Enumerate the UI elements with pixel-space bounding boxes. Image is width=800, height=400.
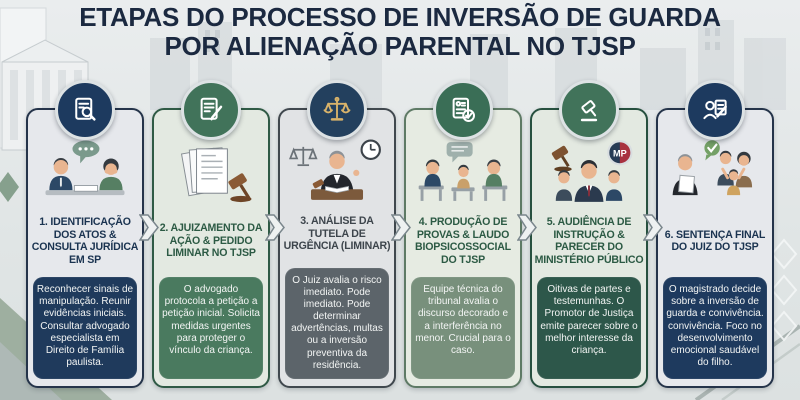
step-title: 1. IDENTIFICAÇÃO DOS ATOS & CONSULTA JUR…	[31, 216, 139, 266]
step-card-5: MP 5. AUDIÊNCIA DE INSTRUÇÃO & PARECER D…	[517, 80, 648, 388]
step-description: O magistrado decide sobre a inversão de …	[663, 277, 767, 379]
person-document-pen-icon	[685, 80, 745, 140]
document-pencil-icon	[181, 80, 241, 140]
diamond-lattice-decoration	[770, 238, 798, 342]
lawyer-consultation-scene	[28, 136, 142, 208]
psychosocial-interview-scene	[406, 136, 520, 208]
next-step-arrow-icon	[643, 214, 663, 241]
green-diamond-decoration	[0, 172, 19, 202]
step-title: 2. AJUIZAMENTO DA AÇÃO & PEDIDO LIMINAR …	[159, 222, 263, 260]
mp-badge: MP	[607, 140, 633, 166]
page-title: ETAPAS DO PROCESSO DE INVERSÃO DE GUARDA…	[0, 3, 800, 60]
next-step-arrow-icon	[139, 214, 159, 241]
page-title-line1: ETAPAS DO PROCESSO DE INVERSÃO DE GUARDA	[79, 2, 721, 32]
step-description: O advogado protocola a petição a petição…	[159, 277, 263, 379]
report-check-icon	[433, 80, 493, 140]
step-title: 3. ANÁLISE DA TUTELA DE URGÊNCIA (LIMINA…	[283, 215, 391, 253]
step-card-6: 6. SENTENÇA FINAL DO JUIZ DO TJSP O magi…	[643, 80, 774, 388]
step-description: Oitivas de partes e testemunhas. O Promo…	[537, 277, 641, 379]
steps-row: 1. IDENTIFICAÇÃO DOS ATOS & CONSULTA JUR…	[26, 80, 774, 388]
next-step-arrow-icon	[265, 214, 285, 241]
petition-gavel-scene	[154, 136, 268, 208]
step-title: 4. PRODUÇÃO DE PROVAS & LAUDO BIOPSICOSS…	[415, 216, 511, 266]
next-step-arrow-icon	[517, 214, 537, 241]
final-sentence-family-scene	[658, 136, 772, 208]
hearing-prosecutor-scene: MP	[532, 136, 646, 208]
step-title: 6. SENTENÇA FINAL DO JUIZ DO TJSP	[664, 228, 766, 254]
step-description: Equipe técnica do tribunal avalia o disc…	[411, 277, 515, 379]
next-step-arrow-icon	[391, 214, 411, 241]
step-title: 5. AUDIÊNCIA DE INSTRUÇÃO & PARECER DO M…	[534, 216, 644, 266]
step-card-3: 3. ANÁLISE DA TUTELA DE URGÊNCIA (LIMINA…	[265, 80, 396, 388]
step-card-2: 2. AJUIZAMENTO DA AÇÃO & PEDIDO LIMINAR …	[139, 80, 270, 388]
page-title-line2: POR ALIENAÇÃO PARENTAL NO TJSP	[164, 30, 636, 61]
step-card-4: 4. PRODUÇÃO DE PROVAS & LAUDO BIOPSICOSS…	[391, 80, 522, 388]
step-description: O Juiz avalia o risco imediato. Pode ime…	[285, 267, 389, 379]
gavel-icon	[559, 80, 619, 140]
step-description: Reconhecer sinais de manipulação. Reunir…	[33, 277, 137, 379]
judge-urgency-scene	[280, 136, 394, 203]
document-search-icon	[55, 80, 115, 140]
mp-badge-label: MP	[613, 149, 627, 159]
scales-icon	[307, 80, 367, 140]
step-card-1: 1. IDENTIFICAÇÃO DOS ATOS & CONSULTA JUR…	[26, 80, 144, 388]
ellipsis-bubble-icon	[78, 147, 94, 151]
